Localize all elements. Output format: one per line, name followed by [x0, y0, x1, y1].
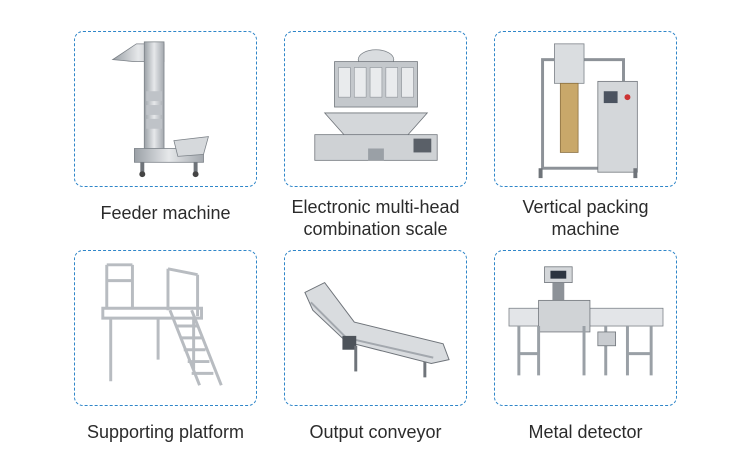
product-card-multihead-scale[interactable]	[284, 31, 467, 187]
caption-feeder-machine: Feeder machine	[64, 202, 267, 224]
supporting-platform-image	[101, 263, 223, 386]
caption-text-line2: combination scale	[303, 219, 448, 239]
caption-metal-detector: Metal detector	[484, 421, 687, 443]
caption-multihead-scale: Electronic multi-head combination scale	[270, 196, 481, 240]
multihead-scale-image	[314, 49, 438, 161]
caption-text-line2: machine	[551, 219, 620, 239]
output-conveyor-image	[304, 281, 450, 378]
metal-detector-image	[508, 266, 664, 376]
feeder-machine-image	[111, 41, 209, 178]
caption-text: Feeder machine	[100, 203, 231, 223]
product-card-feeder-machine[interactable]	[74, 31, 257, 187]
product-card-output-conveyor[interactable]	[284, 250, 467, 406]
caption-text: Metal detector	[528, 422, 643, 442]
caption-text: Supporting platform	[86, 422, 245, 442]
caption-vertical-packing: Vertical packing machine	[484, 196, 687, 240]
product-card-vertical-packing[interactable]	[494, 31, 677, 187]
vertical-packing-machine-image	[538, 43, 638, 179]
caption-text: Output conveyor	[309, 422, 442, 442]
caption-text-line1: Electronic multi-head	[291, 197, 460, 217]
caption-supporting-platform: Supporting platform	[60, 421, 271, 443]
product-card-metal-detector[interactable]	[494, 250, 677, 406]
product-card-supporting-platform[interactable]	[74, 250, 257, 406]
caption-text-line1: Vertical packing	[522, 197, 649, 217]
caption-output-conveyor: Output conveyor	[274, 421, 477, 443]
